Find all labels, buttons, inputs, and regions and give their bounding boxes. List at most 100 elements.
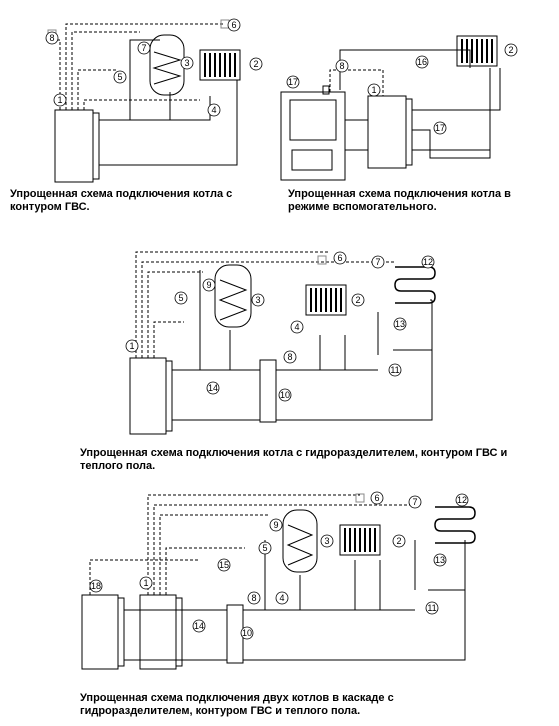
callout-number: 6: [337, 253, 342, 263]
callout-circle: [320, 534, 334, 548]
callout-circle: [240, 626, 254, 640]
callout-circle: [393, 317, 407, 331]
callout-circle: [113, 70, 127, 84]
callout-number: 1: [57, 95, 62, 105]
callout-number: 16: [417, 57, 427, 67]
callout-number: 10: [280, 390, 290, 400]
callout-number: 3: [324, 536, 329, 546]
boiler-4b: [139, 594, 177, 670]
caption-auxiliary: Упрощенная схема подключения котла в реж…: [288, 188, 511, 213]
callout-number: 13: [435, 555, 445, 565]
callout-number: 3: [255, 295, 260, 305]
callout-circle: [89, 579, 103, 593]
callout-circle: [504, 43, 518, 57]
callout-circle: [333, 251, 347, 265]
callout-number: 1: [371, 85, 376, 95]
callout-number: 2: [253, 59, 258, 69]
callout-circle: [217, 558, 231, 572]
callout-number: 7: [375, 257, 380, 267]
callout-number: 9: [273, 520, 278, 530]
callout-number: 2: [396, 536, 401, 546]
hydraulic-separator: [226, 604, 244, 664]
callout-number: 1: [143, 578, 148, 588]
callout-number: 11: [390, 365, 399, 375]
boiler-4a: [81, 594, 119, 670]
callout-number: 2: [355, 295, 360, 305]
dhw-tank: [282, 509, 318, 573]
callout-circle: [408, 495, 422, 509]
callout-number: 7: [412, 497, 417, 507]
callout-number: 4: [279, 593, 284, 603]
callout-number: 5: [262, 543, 267, 553]
callout-number: 5: [178, 293, 183, 303]
callout-circle: [258, 541, 272, 555]
boiler-1: [54, 109, 94, 183]
caption-hydraulic-separator: Упрощенная схема подключения котла с гид…: [80, 447, 508, 472]
callout-number: 3: [184, 58, 189, 68]
callout-circle: [425, 601, 439, 615]
callout-number: 7: [141, 43, 146, 53]
callout-circle: [139, 576, 153, 590]
callout-circle: [192, 619, 206, 633]
callout-number: 14: [194, 621, 204, 631]
callout-circle: [251, 293, 265, 307]
callout-circle: [286, 75, 300, 89]
callout-circle: [206, 381, 220, 395]
callout-circle: [283, 350, 297, 364]
callout-circle: [370, 491, 384, 505]
callout-number: 10: [242, 628, 252, 638]
callout-number: 6: [231, 20, 236, 30]
callout-number: 14: [208, 383, 218, 393]
callout-circle: [45, 31, 59, 45]
callout-number: 1: [129, 341, 134, 351]
boiler-3: [129, 357, 167, 435]
callout-number: 9: [206, 280, 211, 290]
callout-circle: [247, 591, 261, 605]
diagram-auxiliary: [280, 35, 501, 181]
hydraulic-separator: [259, 359, 277, 423]
callout-circle: [174, 291, 188, 305]
callout-circle: [125, 339, 139, 353]
diagram-hydraulic-separator: [129, 251, 436, 435]
callout-number: 8: [49, 33, 54, 43]
callout-circle: [53, 93, 67, 107]
callout-circle: [388, 363, 402, 377]
callout-number: 6: [374, 493, 379, 503]
callout-number: 18: [91, 581, 101, 591]
callout-number: 12: [457, 495, 467, 505]
callout-circle: [455, 493, 469, 507]
callout-circle: [202, 278, 216, 292]
callout-circle: [249, 57, 263, 71]
callout-number: 5: [117, 72, 122, 82]
callout-number: 13: [395, 319, 405, 329]
callout-circle: [275, 591, 289, 605]
callout-circle: [367, 83, 381, 97]
callout-circle: [227, 18, 241, 32]
callout-number: 4: [294, 322, 299, 332]
callout-circle: [433, 121, 447, 135]
callout-number: 2: [508, 45, 513, 55]
callout-circle: [351, 293, 365, 307]
callout-circle: [207, 103, 221, 117]
solid-fuel-boiler: [280, 91, 346, 181]
boiler-2: [367, 95, 407, 169]
dhw-tank: [149, 34, 185, 96]
callout-circle: [392, 534, 406, 548]
callout-number: 11: [427, 603, 436, 613]
callout-number: 12: [423, 257, 433, 267]
callout-circle: [278, 388, 292, 402]
callout-number: 8: [339, 61, 344, 71]
callout-number: 4: [211, 105, 216, 115]
callout-circle: [421, 255, 435, 269]
callout-circle: [269, 518, 283, 532]
callout-circle: [415, 55, 429, 69]
caption-dhw: Упрощенная схема подключения котла с кон…: [10, 188, 233, 213]
callout-circle: [180, 56, 194, 70]
callout-circle: [371, 255, 385, 269]
callout-circle: [137, 41, 151, 55]
callout-number: 17: [435, 123, 445, 133]
dhw-tank: [214, 264, 252, 328]
diagram-cascade: [81, 493, 476, 670]
